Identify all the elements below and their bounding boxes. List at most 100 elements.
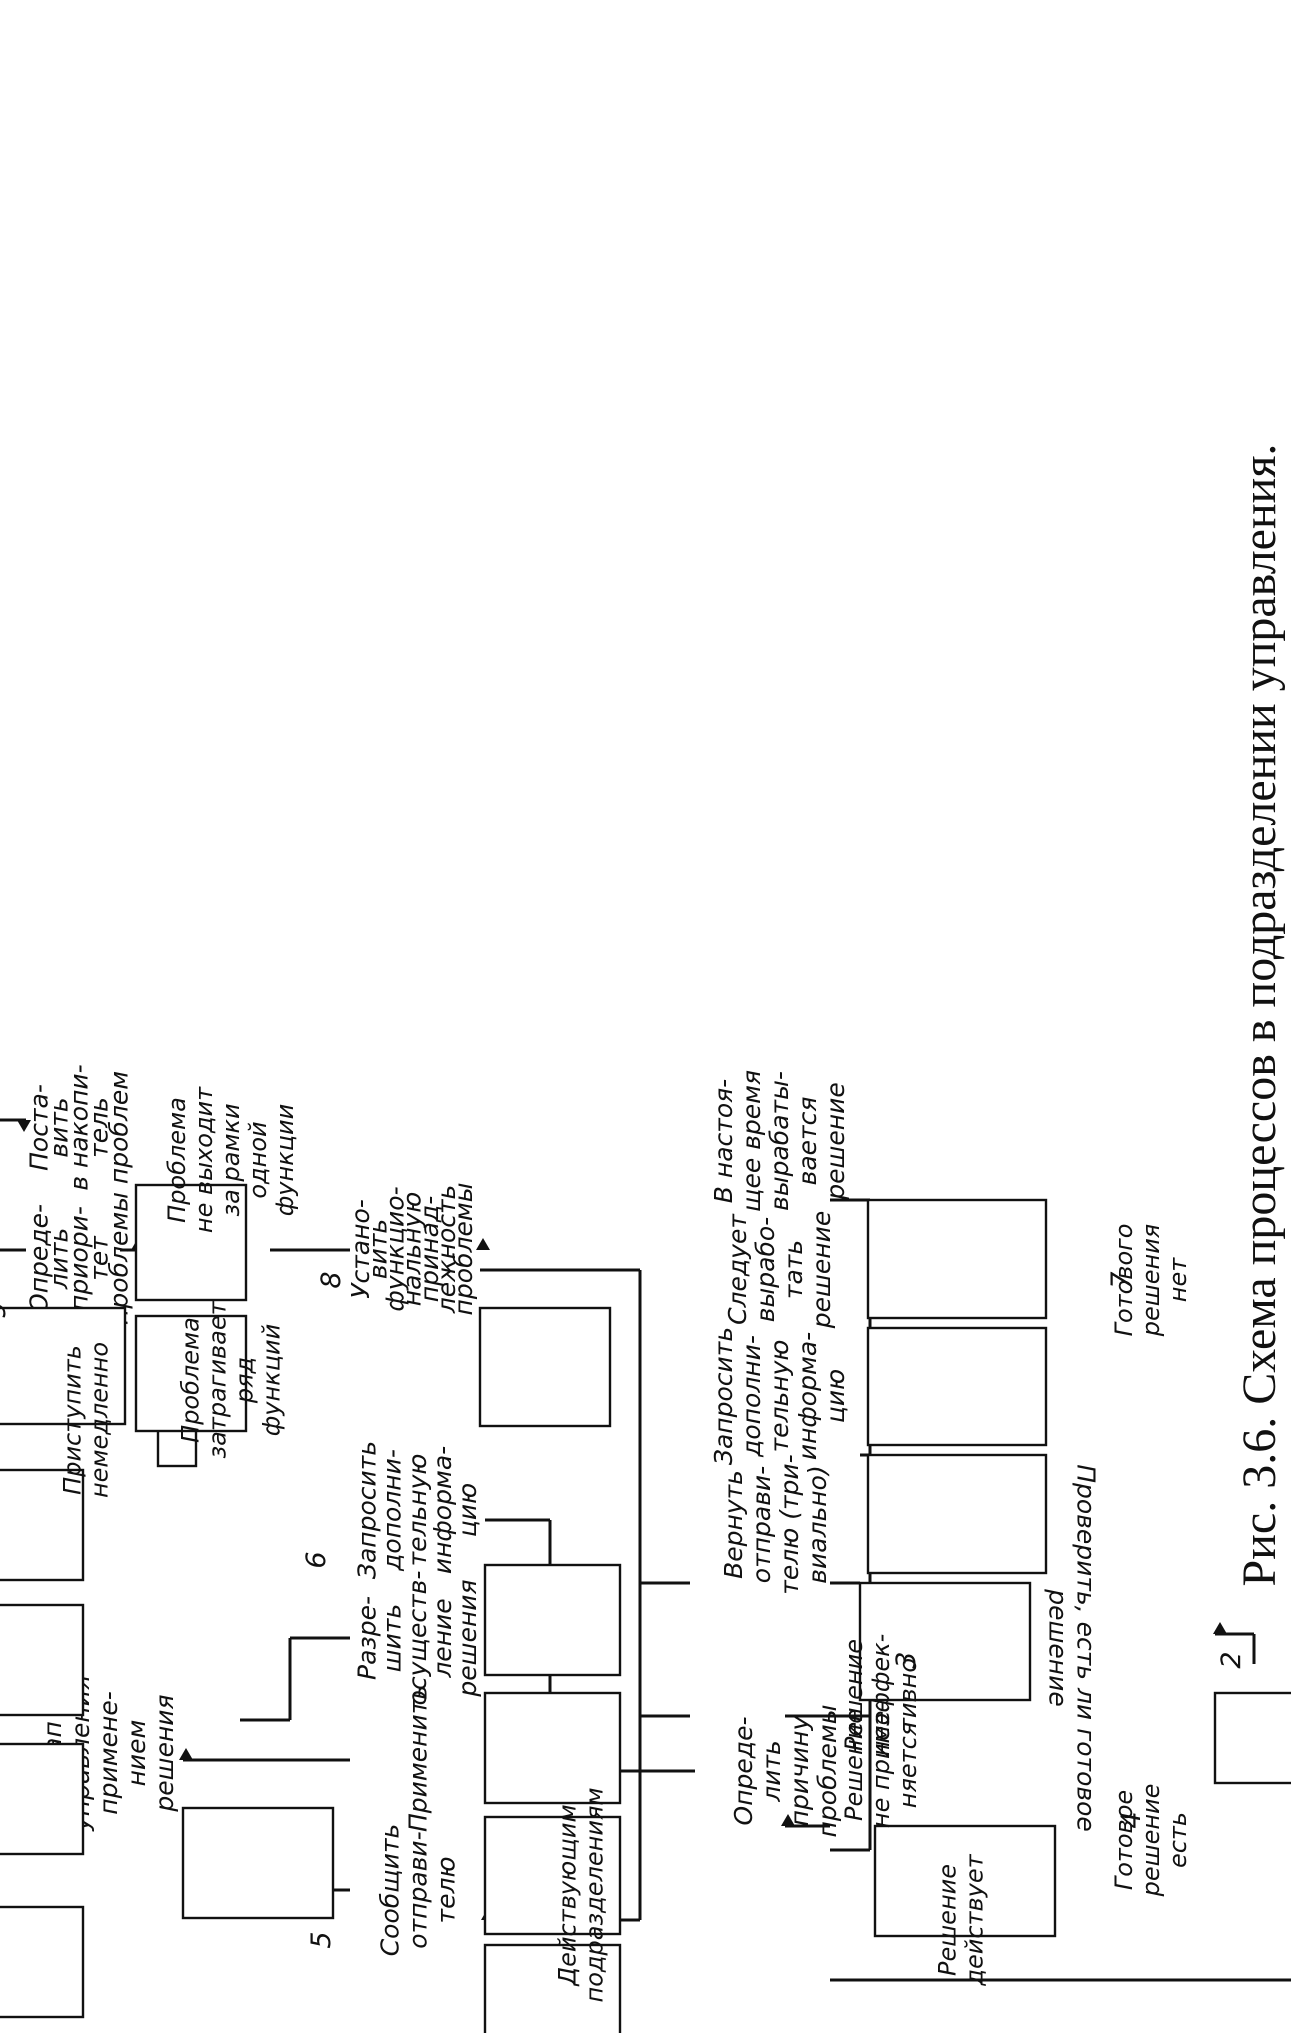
box-notify-sender-text-line: отправи-	[404, 1831, 433, 1948]
box-put-in-storage-text-line: в накопи-	[65, 1064, 94, 1190]
box-request-info-1-text-line: тельную	[765, 1340, 794, 1453]
box-send-to-responsible-frame	[0, 1905, 85, 2019]
label-ready-no: Готовогорешениянет	[1110, 1224, 1192, 1338]
box-assign-responsible-frame	[0, 1468, 85, 1582]
box-request-info-1-text: Запроситьдополни-тельнуюинформа-цию	[709, 1327, 850, 1465]
box-put-in-storage-text-line: тель	[85, 1097, 114, 1158]
box-determine-priority-text-line: приори-	[65, 1206, 94, 1311]
arrow-into-store	[17, 1120, 31, 1132]
box-return-to-sender-trivial-text-line: телю (три-	[775, 1454, 804, 1594]
box-request-info-2-text: Запроситьдополни-тельнуюинформа-цию	[353, 1441, 482, 1579]
box-set-functional-affiliation-text-line: проблемы	[449, 1183, 478, 1316]
label-immediately-line: Приступить	[58, 1345, 86, 1495]
box-being-developed-text: В настоя-щее времявырабаты-ваетсярешение	[709, 1070, 850, 1212]
step-number-5: 5	[306, 1931, 337, 1948]
box-determine-cause-text: Опреде-литьпричинупроблемы	[729, 1705, 842, 1838]
box-check-ready-solution-text-line: решение	[1043, 1588, 1072, 1706]
box-notify-sender-text: Сообщитьотправи-телю	[376, 1824, 461, 1957]
label-one-func-line: Проблема	[163, 1097, 191, 1223]
box-send-to-responsible: Направитьпроблемуответственномуза вырабо…	[0, 1905, 85, 2019]
box-put-in-storage-text-line: проблем	[105, 1071, 134, 1184]
box-request-info-2-text-line: Запросить	[353, 1441, 382, 1579]
box-set-functional-affiliation-text-line: вить	[363, 1219, 392, 1279]
label-ready-no-line: нет	[1164, 1257, 1192, 1302]
box-apply-text-line: Применить	[404, 1685, 433, 1832]
box-should-develop-text: Следуетвырабо-татьрешение	[723, 1211, 836, 1329]
label-one-func-line: функции	[271, 1104, 299, 1216]
box-determine-cause: Опреде-литьпричинупроблемы	[729, 1705, 1057, 1938]
box-return-to-sender-trivial-text-line: виально)	[803, 1465, 832, 1583]
box-determine-priority-text-line: Опреде-	[25, 1204, 54, 1313]
box-being-developed-text-line: вается	[793, 1097, 822, 1186]
arrow-into-check-ready	[1213, 1622, 1227, 1634]
box-apply: Применить	[404, 1685, 622, 1936]
box-notify-sender-frame	[483, 1943, 622, 2033]
label-one-func: Проблемане выходитза рамкиоднойфункции	[163, 1086, 299, 1233]
arrow-into-stage	[179, 1748, 193, 1760]
box-request-info-2-text-line: тельную	[403, 1454, 432, 1567]
box-return-to-sender-trivial-text-line: отправи-	[747, 1466, 776, 1583]
label-ineffective-line: неэффек-	[867, 1634, 895, 1757]
box-solution-application-stage-text-line: нием	[122, 1720, 151, 1787]
box-put-in-storage-frame	[134, 1183, 248, 1302]
box-request-info-1-text-line: цию	[821, 1369, 850, 1423]
arrow-into-cause	[781, 1814, 795, 1826]
box-determine-priority-text-line: лить	[45, 1228, 74, 1291]
box-set-functional-affiliation-text-line: функцио-	[381, 1186, 410, 1311]
box-check-ready-solution-text: Проверить, есть ли готовоерешение	[1043, 1464, 1100, 1832]
box-should-develop-text-line: Следует	[723, 1213, 752, 1325]
box-request-info-2: Запроситьдополни-тельнуюинформа-цию	[353, 1441, 622, 1677]
box-set-functional-affiliation-frame	[478, 1306, 612, 1428]
box-determine-cause-text-line: лить	[757, 1740, 786, 1803]
box-return-to-sender-trivial: Вернутьотправи-телю (три-виально)	[719, 1454, 1032, 1702]
box-put-in-storage: Поста-витьв накопи-тельпроблем	[25, 1064, 248, 1302]
box-set-functional-affiliation-text-line: лежность	[432, 1185, 461, 1315]
box-allow-implementation-text-line: ление	[428, 1598, 457, 1678]
box-determine-priority-text-line: проблемы	[105, 1192, 134, 1325]
box-determine-priority-frame	[134, 1314, 248, 1433]
box-should-develop: Следуетвырабо-татьрешение	[723, 1211, 1048, 1447]
box-assign-responsible: Назначить лиц,ответственныхза решениепро…	[0, 1468, 85, 1582]
box-put-in-storage-text-line: вить	[45, 1097, 74, 1157]
box-request-info-2-text-line: цию	[453, 1483, 482, 1537]
figure-caption: Рис. 3.6. Схема процессов в подразделени…	[1233, 443, 1286, 1587]
box-apply-frame	[483, 1815, 622, 1936]
box-return-to-sender-trivial-text-line: Вернуть	[719, 1470, 748, 1579]
box-set-functional-affiliation-text-line: принад-	[415, 1196, 444, 1302]
box-compose-route-frame	[0, 1306, 127, 1426]
step-number-9: 9	[0, 1301, 12, 1318]
box-allow-implementation-text-line: Разре-	[353, 1596, 382, 1680]
box-should-develop-frame	[866, 1326, 1048, 1447]
box-determine-priority: Опреде-литьприори-тетпроблемы	[25, 1192, 248, 1433]
label-many-funcs-line: Проблема	[176, 1317, 204, 1443]
box-put-in-storage-text: Поста-витьв накопи-тельпроблем	[25, 1064, 134, 1190]
label-ready-yes-line: решение	[1137, 1784, 1165, 1898]
label-to-units: Действующимподразделениям	[553, 1788, 608, 2003]
box-being-developed-text-line: В настоя-	[709, 1079, 738, 1203]
box-being-developed-text-line: вырабаты-	[765, 1071, 794, 1211]
step-number-8: 8	[316, 1271, 347, 1288]
box-check-ready-solution: Проверить, есть ли готовоерешение	[1043, 1464, 1291, 1832]
box-check-ready-solution-frame	[1213, 1691, 1291, 1785]
box-allow-implementation-text-line: шить	[378, 1604, 407, 1672]
box-request-info-2-text-line: информа-	[428, 1446, 457, 1574]
box-notify-sender: Сообщитьотправи-телю	[376, 1824, 622, 2033]
box-register-main-storage-frame	[0, 1742, 85, 1856]
step-number-4: 4	[1116, 1811, 1147, 1828]
step-numbers: 1234567891011121314	[0, 1271, 1247, 1948]
box-apply-text: Применить	[404, 1685, 433, 1832]
label-works-line: Решение	[933, 1864, 961, 1976]
label-not-applied-line: не приме-	[867, 1702, 895, 1828]
label-one-func-line: не выходит	[190, 1086, 218, 1233]
label-to-units-line: Действующим	[553, 1804, 581, 1986]
box-schedule-solution-frame	[0, 1603, 85, 1717]
box-solution-application-stage-text-line: решения	[150, 1694, 179, 1812]
label-many-funcs-line: затрагивает	[203, 1300, 231, 1458]
box-schedule-solution: Составитьграфикрешенияпроблемы	[0, 1603, 85, 1717]
box-determine-cause-text-line: причину	[785, 1714, 814, 1826]
box-should-develop-text-line: вырабо-	[751, 1217, 780, 1322]
box-register-main-storage: Зарегистриро-вать проблемув главномнакоп…	[0, 1742, 85, 1856]
box-set-functional-affiliation-text-line: Устано-	[346, 1199, 375, 1299]
box-determine-priority-text: Опреде-литьприори-тетпроблемы	[25, 1192, 134, 1325]
